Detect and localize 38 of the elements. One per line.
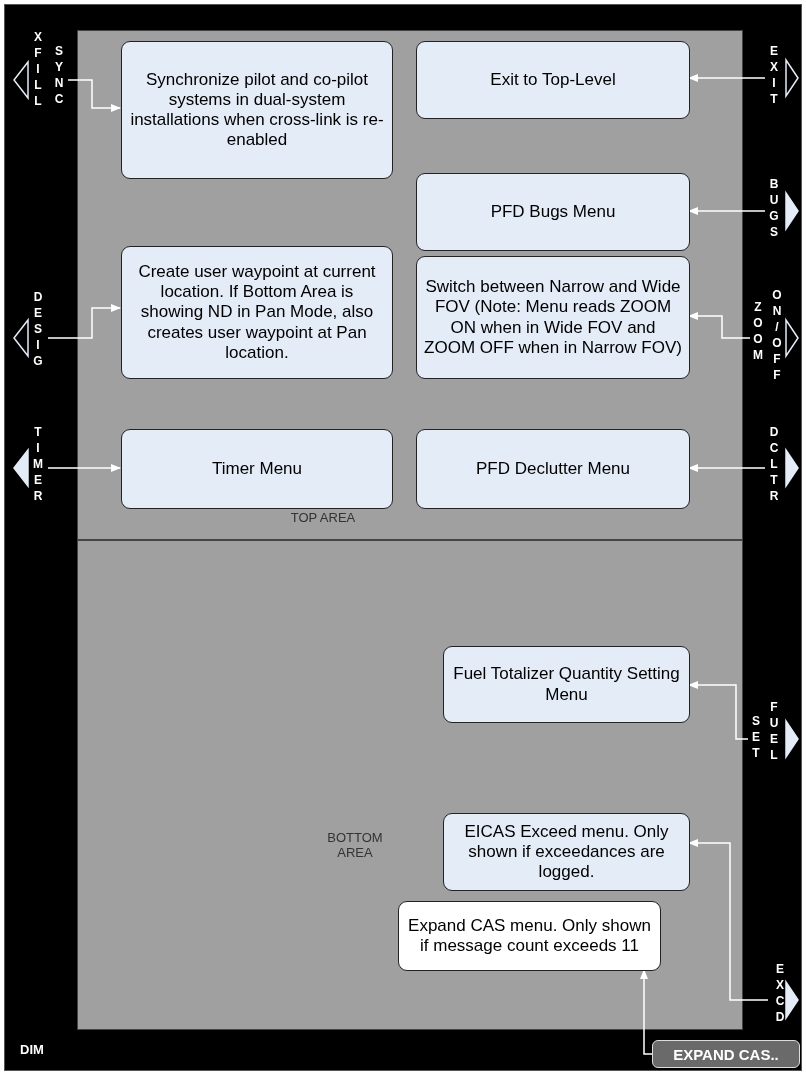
display-area-panel [77,540,743,1030]
arrow [688,839,769,1001]
arrow [67,79,121,112]
menu-description-box: PFD Declutter Menu [416,429,690,509]
softkey-label: DCLTR [768,425,780,505]
softkey-label: DESIG [32,290,44,370]
menu-description-box: Exit to Top-Level [416,41,690,119]
softkey-label: SYNC [53,44,65,108]
softkey-label: EXIT [768,44,780,108]
arrow [47,304,121,339]
arrow [688,464,766,472]
softkey-label: SET [750,714,762,762]
menu-description-box: Fuel Totalizer Quantity Setting Menu [443,646,690,723]
arrow [640,969,653,1055]
arrow [688,312,751,339]
menu-description-box: Synchronize pilot and co-pilot systems in dual-system installations when cross-link is re-enabled [121,41,393,179]
softkey-label: TIMER [32,425,44,505]
softkey-label: ZOOM [752,300,764,364]
menu-description-box: Switch between Narrow and Wide FOV (Note: Menu reads ZOOM ON when in Wide FOV and ZOOM OFF when in Narrow FOV) [416,256,690,379]
menu-description-box: PFD Bugs Menu [416,173,690,251]
menu-description-box: Create user waypoint at current location. If Bottom Area is showing ND in Pan Mode, also creates user waypoint at Pan location. [121,246,393,379]
arrow [688,681,749,740]
softkey-label: ON/OFF [771,288,783,384]
softkey-label: XFILL [32,30,44,110]
area-label: BOTTOM AREA [326,831,384,861]
softkey-button: EXPAND CAS.. [652,1040,800,1068]
softkey-label: BUGS [768,177,780,241]
area-label: TOP AREA [289,511,357,526]
softkey-label: DIM [20,1042,44,1057]
menu-description-box: EICAS Exceed menu. Only shown if exceedances are logged. [443,813,690,891]
display-area-panel [77,30,743,540]
softkey-label: EXCD [774,962,786,1026]
arrow [688,207,766,215]
softkey-label: FUEL [768,700,780,764]
menu-description-box: Timer Menu [121,429,393,509]
arrow [47,464,121,472]
arrow [688,74,766,82]
menu-description-box: Expand CAS menu. Only shown if message count exceeds 11 [398,901,661,971]
